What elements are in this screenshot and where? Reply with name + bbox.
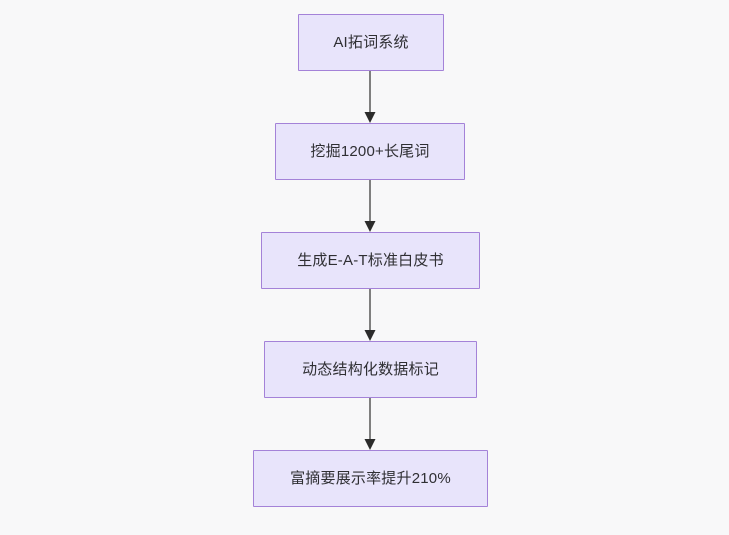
arrowhead-icon (364, 439, 376, 450)
edge-n3-n4 (364, 289, 376, 341)
arrowhead-icon (364, 112, 376, 123)
flowchart-node-dynamic-structured-data-markup[interactable]: 动态结构化数据标记 (264, 341, 477, 398)
arrowhead-icon (364, 221, 376, 232)
edge-n2-n3 (364, 180, 376, 232)
flowchart-node-ai-keyword-system[interactable]: AI拓词系统 (298, 14, 444, 71)
flowchart-node-label: AI拓词系统 (333, 33, 409, 51)
flowchart-node-label: 动态结构化数据标记 (302, 360, 439, 378)
flowchart-node-label: 挖掘1200+长尾词 (310, 142, 430, 160)
flowchart-node-label: 富摘要展示率提升210% (290, 469, 451, 487)
flowchart-node-generate-eat-whitepaper[interactable]: 生成E-A-T标准白皮书 (261, 232, 480, 289)
flowchart-node-label: 生成E-A-T标准白皮书 (297, 251, 444, 269)
edge-n4-n5 (364, 398, 376, 450)
arrowhead-icon (364, 330, 376, 341)
edge-n1-n2 (364, 71, 376, 123)
flowchart-node-mine-longtail-keywords[interactable]: 挖掘1200+长尾词 (275, 123, 465, 180)
flowchart-node-rich-snippet-rate-increase[interactable]: 富摘要展示率提升210% (253, 450, 488, 507)
